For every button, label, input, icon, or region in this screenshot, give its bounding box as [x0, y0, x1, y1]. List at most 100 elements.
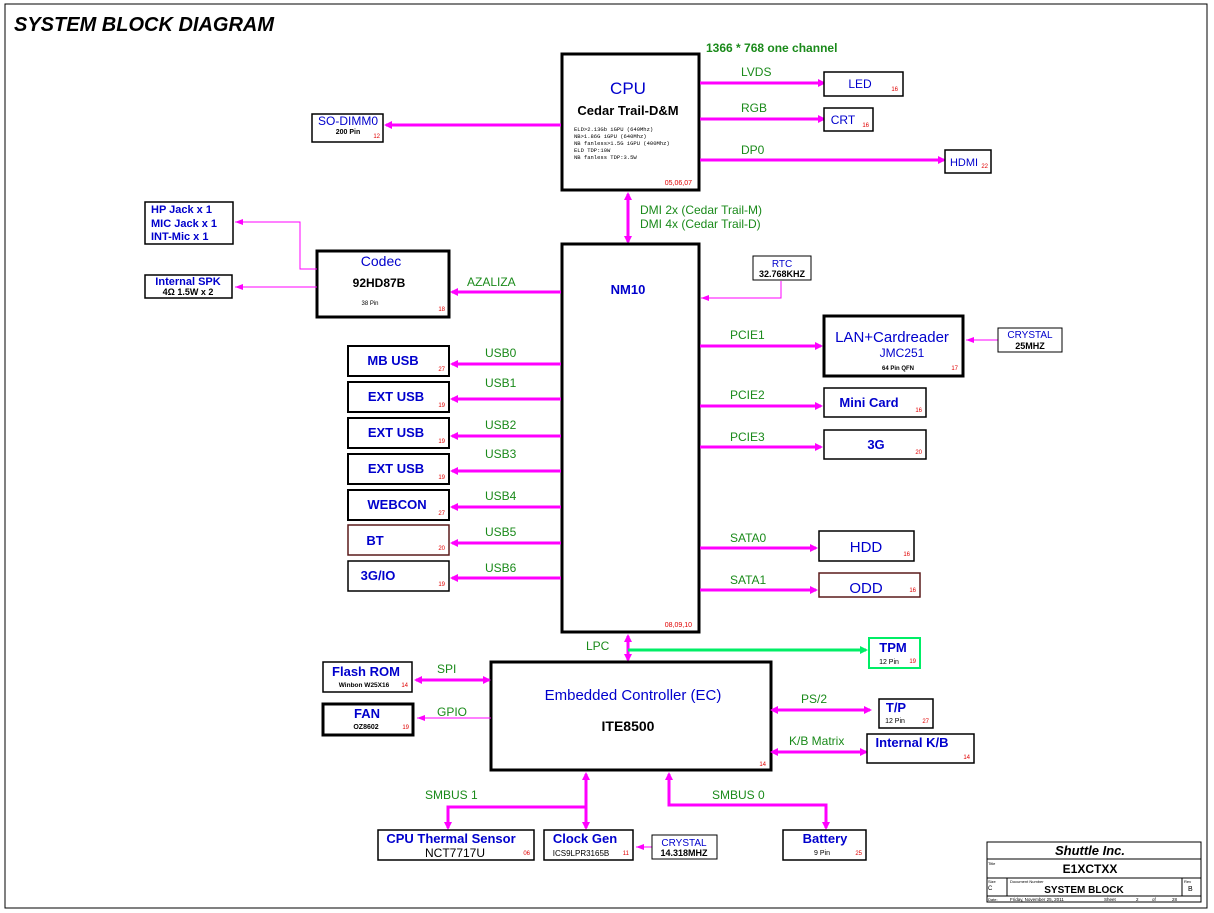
3g-name: 3G: [867, 437, 884, 452]
title-label: Title: [988, 861, 996, 866]
azalia-label: AZALIZA: [467, 275, 516, 289]
cpu-pages: 05,06,07: [665, 180, 692, 187]
led-block: [823, 71, 904, 97]
codec-sub: 38 Pin: [361, 301, 378, 307]
hp-jack-label: HP Jack x 1: [151, 204, 212, 216]
tpm-sub: 12 Pin: [879, 659, 899, 666]
company-name: Shuttle Inc.: [1055, 843, 1125, 858]
flash-block: [322, 661, 413, 693]
spk-arrow: [235, 284, 243, 290]
mb-usb-name: MB USB: [367, 353, 418, 368]
flash-name: Flash ROM: [332, 664, 400, 679]
mini-card-block: [823, 387, 927, 418]
cpu-block: [560, 52, 701, 192]
lpc-label: LPC: [586, 639, 610, 653]
usb0-label: USB0: [485, 346, 517, 360]
3g-block: [823, 429, 927, 460]
odd-page: 16: [909, 588, 916, 594]
usb3-label: USB3: [485, 447, 517, 461]
title-block: [986, 841, 1202, 903]
sodimm-page: 12: [373, 134, 380, 140]
crt-page: 16: [862, 123, 869, 129]
tp-sub: 12 Pin: [885, 718, 905, 725]
webcon-block: [347, 489, 450, 521]
top-note: 1366 * 768 one channel: [706, 41, 837, 55]
smbus0-bus: [665, 772, 830, 830]
crt-name: CRT: [831, 113, 856, 127]
page-title: SYSTEM BLOCK DIAGRAM: [14, 14, 275, 36]
tpm-block: [868, 637, 921, 669]
webcon-name: WEBCON: [367, 497, 426, 512]
hdd-block: [818, 530, 915, 562]
ext-usb-1-page: 19: [438, 403, 445, 409]
led-page: 16: [891, 87, 898, 93]
cpu-spec-2: NB fanless>1.5G iGPU (400Mhz): [574, 140, 670, 147]
date-value: Friday, November 25, 2011: [1010, 897, 1064, 902]
gpio-label: GPIO: [437, 705, 467, 719]
docnum-label: Document Number: [1010, 879, 1044, 884]
nm10-block: [560, 242, 701, 634]
int-mic-label: INT-Mic x 1: [151, 231, 208, 243]
ext-usb-1-block: [347, 381, 450, 413]
jack-arrow: [235, 219, 243, 225]
ext-usb-2-page: 19: [438, 439, 445, 445]
fan-name: FAN: [354, 706, 380, 721]
rev-value: B: [1188, 886, 1193, 893]
speaker-name: Internal SPK: [155, 276, 220, 288]
cpu-name: Cedar Trail-D&M: [577, 103, 678, 118]
page-frame: [4, 3, 1208, 909]
spi-label: SPI: [437, 662, 456, 676]
codec-page: 18: [438, 307, 445, 313]
cpu-spec-0: ELD>2.13Gb iGPU (640Mhz): [574, 126, 653, 133]
dmi-label-0: DMI 2x (Cedar Trail-M): [640, 203, 762, 217]
3g-io-name: 3G/IO: [361, 568, 396, 583]
ps2-label: PS/2: [801, 692, 827, 706]
lan-crystal-block: [997, 327, 1063, 353]
lan-block: [822, 314, 965, 378]
lan-crystal-freq: 25MHZ: [1015, 341, 1045, 351]
tp-block: [878, 698, 934, 729]
led-name: LED: [848, 77, 872, 91]
audio-jacks-block: [144, 201, 234, 245]
tp-page: 27: [922, 719, 929, 725]
thermal-name: CPU Thermal Sensor: [386, 831, 515, 846]
rtc-arrow: [701, 295, 709, 301]
sodimm-sub: 200 Pin: [336, 129, 361, 136]
tpm-name: TPM: [879, 640, 906, 655]
clk-crystal-block: [651, 834, 718, 860]
usb5-label: USB5: [485, 525, 517, 539]
clockgen-chip: ICS9LPR3165B: [553, 849, 609, 858]
clk-crystal-name: CRYSTAL: [661, 838, 707, 849]
mini-card-name: Mini Card: [839, 395, 898, 410]
nm10-title: NM10: [611, 282, 646, 297]
codec-name: 92HD87B: [353, 276, 406, 290]
usb1-label: USB1: [485, 376, 517, 390]
jack-wire: [235, 221, 317, 270]
codec-title: Codec: [361, 253, 401, 269]
battery-name: Battery: [803, 831, 849, 846]
gpio-arrow: [417, 715, 425, 721]
usb2-label: USB2: [485, 418, 517, 432]
size-value: C: [988, 886, 993, 892]
cpu-spec-4: NB fanless TDP:3.5W: [574, 154, 637, 161]
lan-sub: 64 Pin QFN: [882, 366, 914, 372]
tp-name: T/P: [886, 700, 907, 715]
rev-label: Rev: [1184, 879, 1191, 884]
smbus0-label: SMBUS 0: [712, 788, 765, 802]
usb4-label: USB4: [485, 489, 517, 503]
clk-crystal-freq: 14.318MHZ: [660, 848, 708, 858]
pcie3-label: PCIE3: [730, 430, 765, 444]
codec-block: [315, 249, 451, 319]
sata0-label: SATA0: [730, 531, 767, 545]
battery-sub: 9 Pin: [814, 850, 830, 857]
mb-usb-block: [347, 345, 450, 377]
flash-page: 14: [401, 683, 408, 689]
kb-page: 14: [963, 755, 970, 761]
tpm-page: 19: [909, 659, 916, 665]
smbus1-branch: [444, 805, 586, 830]
mic-jack-label: MIC Jack x 1: [151, 218, 217, 230]
odd-block: [818, 572, 921, 598]
doc-name: SYSTEM BLOCK: [1044, 885, 1124, 896]
rgb-label: RGB: [741, 101, 767, 115]
